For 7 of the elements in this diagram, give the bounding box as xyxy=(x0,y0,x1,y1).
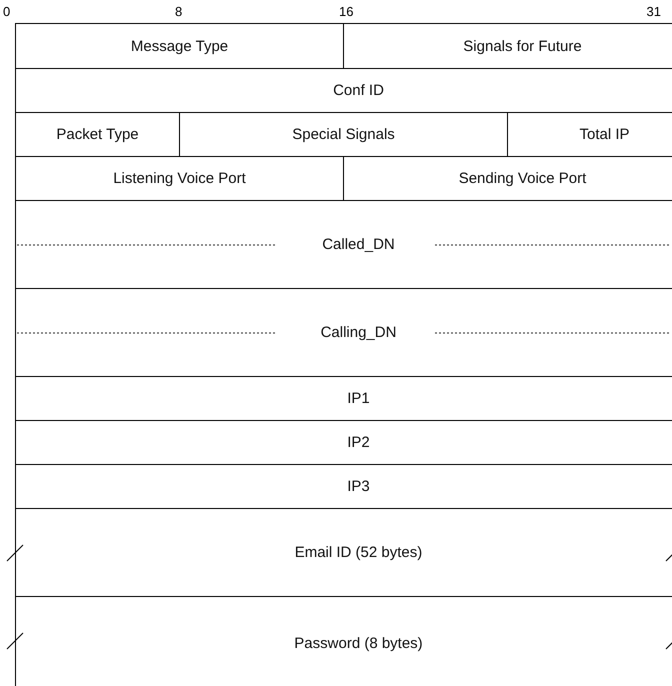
bit-number: 0 xyxy=(3,4,10,19)
bit-number: 31 xyxy=(646,4,661,19)
field-box xyxy=(15,288,672,377)
bit-number: 8 xyxy=(175,4,182,19)
bit-number: 16 xyxy=(339,4,354,19)
field-box xyxy=(15,23,344,69)
field-box xyxy=(15,200,672,289)
